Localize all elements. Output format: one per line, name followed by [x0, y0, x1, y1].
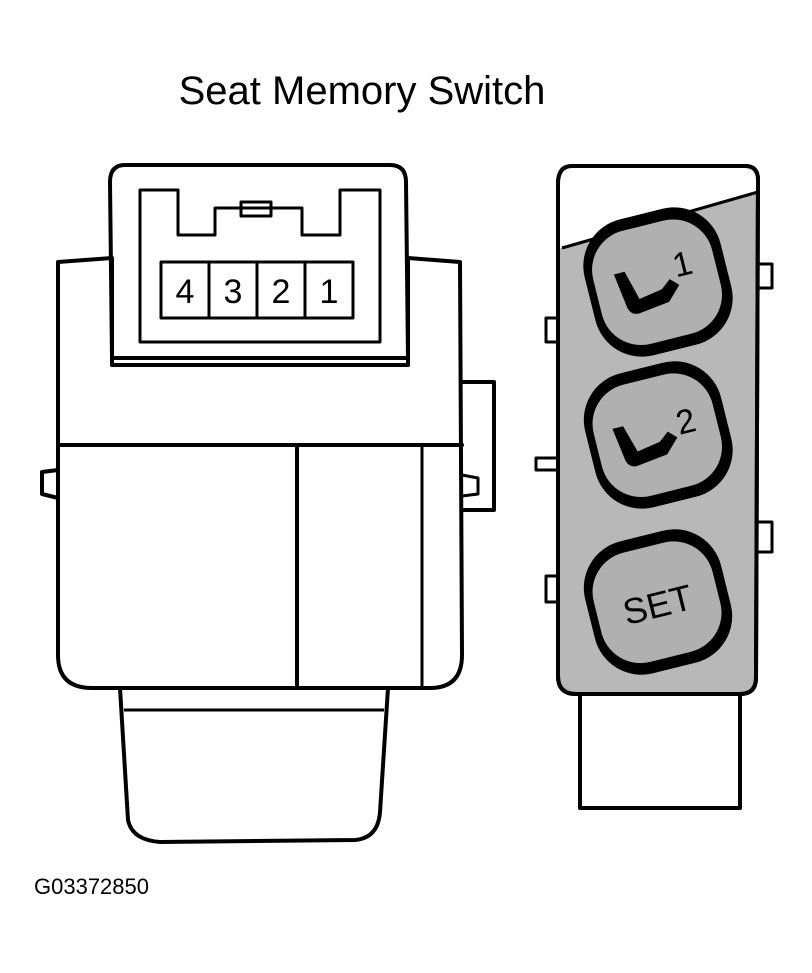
right-latch: [460, 380, 496, 512]
panel-outline: [556, 164, 760, 696]
pin-label: 2: [272, 273, 291, 311]
connector-pin-block: 4 3 2 1: [159, 260, 355, 320]
pin-label: 4: [176, 273, 195, 311]
panel-side-tab: [544, 574, 558, 604]
connector-housing-inner: [138, 188, 382, 344]
switch-face-view: 1 2 SET: [534, 164, 774, 810]
figure-code: G03372850: [34, 874, 149, 899]
panel-side-tab: [544, 316, 558, 344]
pin-label: 3: [224, 273, 243, 311]
connector-housing: [108, 163, 410, 360]
panel-side-tab: [758, 520, 774, 554]
left-tab: [40, 468, 60, 500]
memory-2-button[interactable]: 2: [574, 351, 743, 519]
seat-icon: [613, 271, 680, 314]
pin-label: 1: [320, 273, 339, 311]
seat-icon: [612, 426, 678, 467]
connector-body: [56, 256, 464, 690]
panel-side-tab: [534, 456, 558, 472]
switch-stem: [578, 688, 742, 810]
diagram-title: Seat Memory Switch: [179, 69, 546, 113]
connector-side-view: 4 3 2 1: [40, 163, 496, 844]
set-button[interactable]: SET: [574, 519, 743, 685]
right-latch-tab: [461, 473, 480, 498]
memory-1-button[interactable]: 1: [573, 197, 743, 367]
panel-side-tab: [758, 262, 774, 290]
connector-plug: [118, 686, 390, 844]
connector-key: [239, 200, 273, 218]
